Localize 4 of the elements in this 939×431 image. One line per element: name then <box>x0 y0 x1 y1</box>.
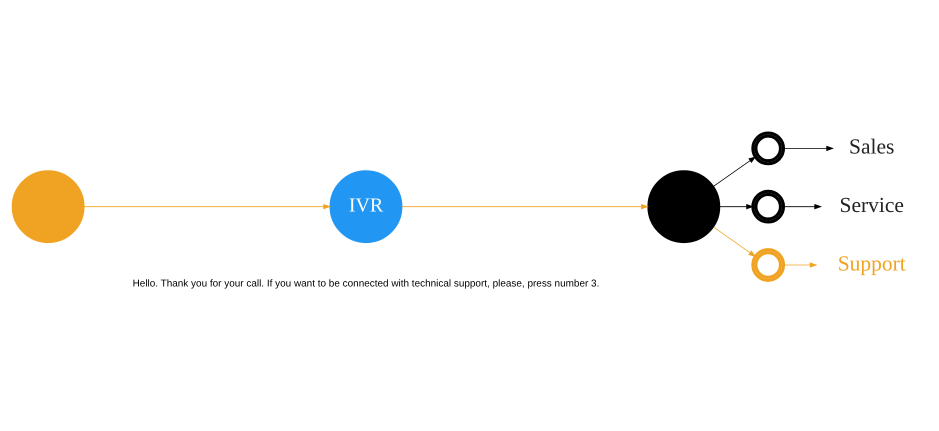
node-text: Support <box>838 251 906 276</box>
node-text: Service <box>840 192 904 217</box>
node-label: Hello. Thank you for your call. If you want to be connected with technical support, please, press number 3. <box>132 278 600 290</box>
node-text: Sales <box>849 134 894 159</box>
